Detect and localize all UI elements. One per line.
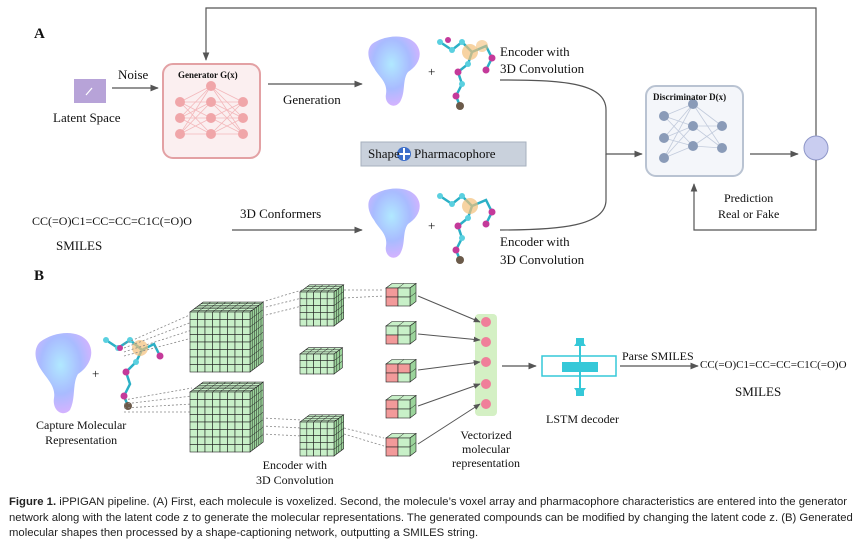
encoder-bottom-line-1: Encoder with <box>500 234 570 249</box>
vector-node-4 <box>481 379 491 389</box>
conformers-label: 3D Conformers <box>240 206 322 221</box>
encoder-bottom-line <box>499 154 607 231</box>
generated-molecule-shape <box>368 36 420 106</box>
shape-pharmacophore-pill <box>360 141 527 167</box>
discriminator-title: Discriminator D(x) <box>653 92 727 102</box>
generation-label: Generation <box>283 92 341 107</box>
parse-smiles-label: Parse SMILES <box>622 349 694 363</box>
pharmacophore-label: Pharmacophore <box>414 146 496 161</box>
prediction-line-2: Real or Fake <box>718 207 780 221</box>
feature-cube-2 <box>385 320 417 345</box>
latent-space-glyph <box>85 87 93 96</box>
lstm-decoder-icon <box>541 338 617 396</box>
capture-line-1: Capture Molecular <box>36 418 127 432</box>
voxel-cube-top <box>189 301 265 373</box>
panel-b-label: B <box>34 268 45 284</box>
feature-cube-5 <box>385 432 417 457</box>
vector-node-2 <box>481 337 491 347</box>
encoder-b-line-1: Encoder with <box>262 458 327 472</box>
feedback-loop-line <box>202 7 817 136</box>
vectorized-line-2: molecular <box>461 442 510 456</box>
latent-space-label: Latent Space <box>53 110 121 125</box>
encoder-b-label: Encoder with 3D Convolution <box>256 458 334 488</box>
smiles-label-a: SMILES <box>56 238 103 253</box>
feature-cube-1 <box>385 282 417 307</box>
plus-sign-bottom: + <box>428 218 436 233</box>
encoder-bottom-label: Encoder with 3D Convolution <box>500 233 584 269</box>
prediction-label: Prediction Real or Fake <box>718 190 779 222</box>
noise-label: Noise <box>118 67 149 82</box>
encoder-b-line-2: 3D Convolution <box>256 473 334 487</box>
conv-cube-top <box>299 284 345 327</box>
input-molecule-shape <box>35 333 92 414</box>
conv-cube-bottom <box>299 414 345 457</box>
generator-title: Generator G(x) <box>178 70 238 80</box>
capture-label: Capture Molecular Representation <box>36 418 126 448</box>
real-molecule-pharmacophore <box>437 193 496 264</box>
encoder-top-line-2: 3D Convolution <box>500 61 585 76</box>
shape-label: Shape <box>368 146 400 161</box>
caption-figure-number: Figure 1. <box>9 496 57 508</box>
vectorized-label: Vectorized molecular representation <box>452 428 520 470</box>
panel-a-label: A <box>34 26 45 42</box>
encoder-top-line-1: Encoder with <box>500 44 570 59</box>
vector-node-1 <box>481 317 491 327</box>
plus-sign-b: + <box>92 366 100 381</box>
plus-sign-top: + <box>428 64 436 79</box>
vectorized-line-1: Vectorized <box>460 428 512 442</box>
real-molecule-shape <box>368 188 420 258</box>
smiles-label-b: SMILES <box>735 384 782 399</box>
vector-node-5 <box>481 399 491 409</box>
generator-box <box>162 63 261 159</box>
discriminator-box <box>645 85 744 177</box>
generated-molecule-pharmacophore <box>437 37 496 110</box>
smiles-string-a: CC(=O)C1=CC=CC=C1C(=O)O <box>32 214 192 228</box>
figure-caption: Figure 1. iPPIGAN pipeline. (A) First, e… <box>9 495 855 542</box>
voxel-cube-bottom <box>189 381 265 453</box>
sum-node <box>803 135 829 161</box>
encoder-top-line <box>499 79 643 158</box>
voxel-projection-lines <box>123 313 193 413</box>
vector-arrows <box>417 295 481 445</box>
prediction-line-1: Prediction <box>723 191 774 205</box>
encoder-bottom-line-2: 3D Convolution <box>500 252 585 267</box>
input-molecule-pharmacophore <box>103 337 164 410</box>
vector-node-3 <box>481 357 491 367</box>
capture-line-2: Representation <box>45 433 118 447</box>
feature-cube-4 <box>385 394 417 419</box>
prediction-feedback-line <box>690 160 817 231</box>
caption-text: iPPIGAN pipeline. (A) First, each molecu… <box>9 496 853 539</box>
feature-cube-3 <box>385 358 417 383</box>
plus-badge-icon <box>397 147 411 161</box>
smiles-string-b: CC(=O)C1=CC=CC=C1C(=O)O <box>700 359 847 371</box>
conv-cube-middle <box>299 347 344 375</box>
conv-projection-lines <box>261 289 385 447</box>
lstm-label: LSTM decoder <box>546 412 619 426</box>
vectorized-line-3: representation <box>452 456 520 470</box>
encoder-top-label: Encoder with 3D Convolution <box>500 43 584 77</box>
